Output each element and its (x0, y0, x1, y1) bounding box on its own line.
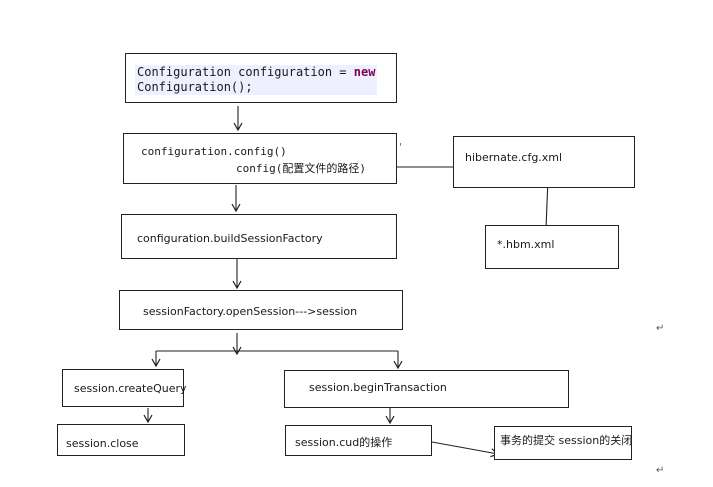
node-session-close-label: session.close (66, 437, 139, 450)
node-hibernate-cfg-label: hibernate.cfg.xml (465, 151, 563, 164)
node-configuration-config: configuration.config() config(配置文件的路径) (123, 133, 397, 184)
node-config-line2: config(配置文件的路径) (236, 162, 366, 175)
node-session-cud-label: session.cud的操作 (295, 436, 393, 449)
paragraph-mark-2: ↵ (656, 465, 665, 476)
node-build-session-factory: configuration.buildSessionFactory (121, 214, 397, 259)
node-hibernate-cfg: hibernate.cfg.xml (453, 136, 635, 188)
node-build-session-factory-label: configuration.buildSessionFactory (137, 232, 323, 245)
code-line2: Configuration(); (137, 80, 253, 94)
node-configuration-new-code: Configuration configuration = new Config… (135, 65, 378, 95)
node-begin-transaction-label: session.beginTransaction (309, 381, 447, 394)
node-session-cud: session.cud的操作 (285, 425, 432, 456)
code-keyword-new: new (353, 65, 376, 79)
node-hbm-xml-label: *.hbm.xml (497, 238, 555, 251)
node-commit-close: 事务的提交 session的关闭 (494, 426, 632, 460)
node-config-line1: configuration.config() (141, 145, 287, 158)
node-create-query: session.createQuery (62, 369, 187, 407)
node-commit-close-label: 事务的提交 session的关闭 (500, 434, 633, 447)
node-open-session: sessionFactory.openSession--->session (119, 290, 403, 330)
node-open-session-label: sessionFactory.openSession--->session (143, 305, 358, 318)
node-configuration-new: Configuration configuration = new Config… (125, 53, 397, 103)
node-hbm-xml: *.hbm.xml (485, 225, 619, 269)
paragraph-mark-1: ↵ (656, 323, 665, 334)
arrow-cud-to-commit (431, 441, 500, 458)
node-begin-transaction: session.beginTransaction (284, 370, 569, 408)
node-session-close: session.close (57, 424, 185, 456)
code-line1-prefix: Configuration configuration = (137, 65, 354, 79)
node-create-query-label: session.createQuery (74, 382, 187, 395)
tick-mark: ' (399, 142, 402, 153)
